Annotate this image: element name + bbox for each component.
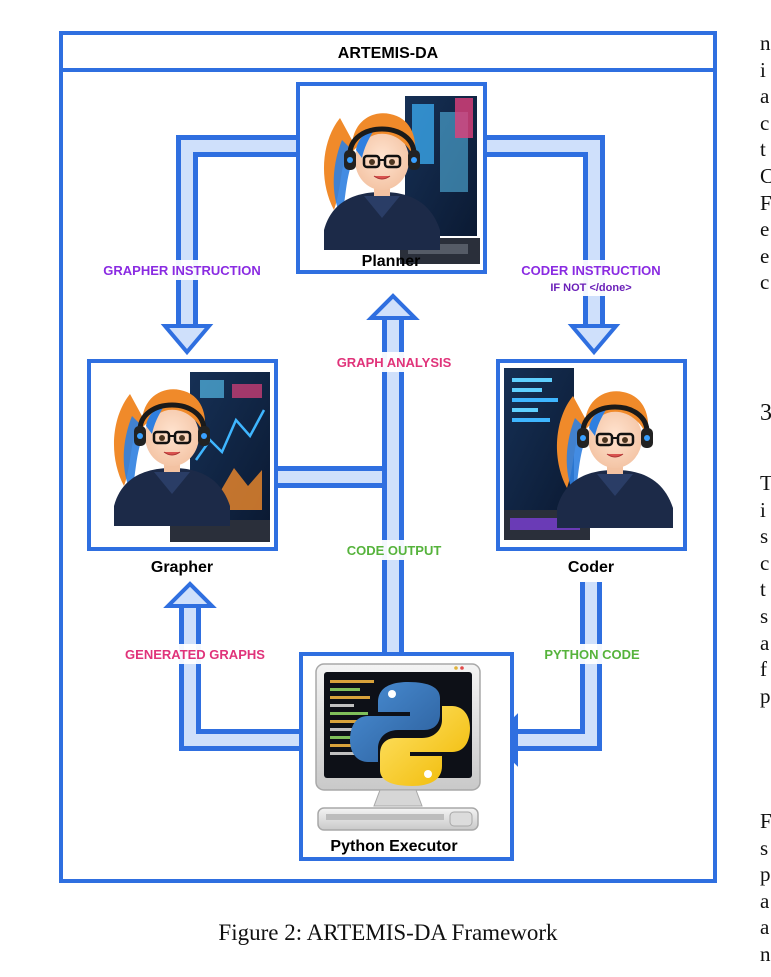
column-line: a <box>760 84 770 109</box>
svg-text:IF NOT </done>: IF NOT </done> <box>550 282 631 294</box>
planner-node: Planner <box>296 82 487 274</box>
label-code-output: CODE OUTPUT <box>336 540 452 560</box>
column-line: s <box>760 835 769 860</box>
python-logo-icon <box>350 682 470 786</box>
label-generated-graphs: GENERATED GRAPHS <box>100 644 290 664</box>
column-text-top: n i a c t C F e e c <box>760 30 771 296</box>
column-line: s <box>760 524 769 549</box>
svg-text:GRAPHER INSTRUCTION: GRAPHER INSTRUCTION <box>103 263 260 278</box>
column-line: c <box>760 550 770 575</box>
column-line: f <box>760 657 767 682</box>
grapher-illustration <box>114 372 270 542</box>
column-line: a <box>760 915 770 940</box>
executor-node: Python Executor <box>299 652 514 861</box>
column-line: t <box>760 577 766 602</box>
figure-caption: Figure 2: ARTEMIS-DA Framework <box>218 920 558 945</box>
svg-text:GRAPH ANALYSIS: GRAPH ANALYSIS <box>337 355 452 370</box>
section-number: 3 <box>760 400 771 426</box>
column-line: F <box>760 190 771 215</box>
label-grapher-instruction: GRAPHER INSTRUCTION <box>90 260 274 280</box>
grapher-label: Grapher <box>151 559 213 576</box>
column-line: t <box>760 137 766 162</box>
column-line: p <box>760 862 771 887</box>
column-text-bottom: F s p a a n <box>760 808 771 968</box>
column-line: c <box>760 270 770 295</box>
label-python-code: PYTHON CODE <box>533 644 651 664</box>
column-line: e <box>760 217 770 242</box>
label-graph-analysis: GRAPH ANALYSIS <box>326 352 462 372</box>
column-line: e <box>760 243 770 268</box>
svg-text:PYTHON CODE: PYTHON CODE <box>544 647 640 662</box>
svg-text:CODER INSTRUCTION: CODER INSTRUCTION <box>521 263 660 278</box>
svg-text:CODE OUTPUT: CODE OUTPUT <box>347 543 442 558</box>
column-line: n <box>760 31 771 55</box>
section-heading: 3 <box>760 400 771 427</box>
column-line: n <box>760 941 771 966</box>
coder-node: Coder <box>496 359 687 576</box>
computer-illustration <box>315 663 481 831</box>
diagram-title: ARTEMIS-DA <box>338 45 439 62</box>
planner-label: Planner <box>362 253 421 270</box>
label-coder-instruction: CODER INSTRUCTION IF NOT </done> <box>508 260 674 296</box>
grapher-node: Grapher <box>87 359 278 576</box>
column-line: i <box>760 497 766 522</box>
column-line: c <box>760 110 770 135</box>
executor-label: Python Executor <box>330 838 457 855</box>
coder-label: Coder <box>568 559 614 576</box>
column-line: a <box>760 630 770 655</box>
column-line: F <box>760 809 771 833</box>
coder-illustration <box>504 368 673 540</box>
column-line: T <box>760 471 771 495</box>
column-line: C <box>760 163 771 188</box>
planner-illustration <box>324 96 480 264</box>
column-line: p <box>760 683 771 708</box>
column-line: a <box>760 888 770 913</box>
column-line: i <box>760 57 766 82</box>
svg-text:GENERATED GRAPHS: GENERATED GRAPHS <box>125 647 265 662</box>
column-line: s <box>760 603 769 628</box>
column-text-mid: T i s c t s a f p <box>760 470 771 709</box>
